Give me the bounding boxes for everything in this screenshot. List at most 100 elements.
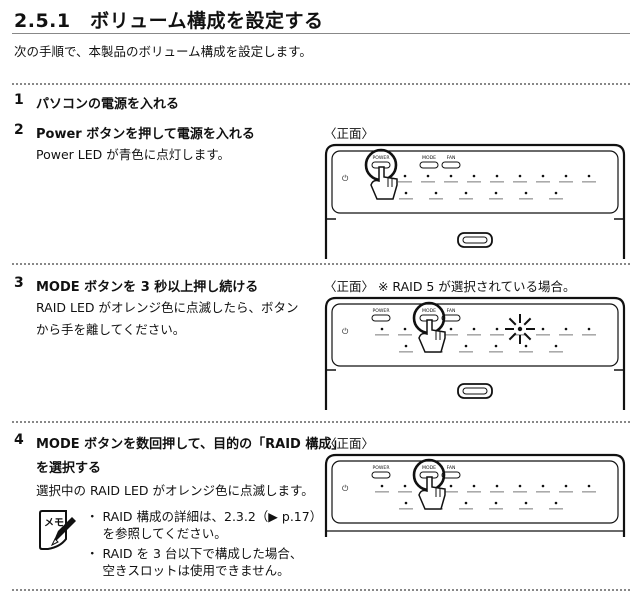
led-caption [513,334,527,336]
led-caption [490,181,504,183]
status-led [554,191,558,195]
status-led [472,174,476,178]
led-caption [559,334,573,336]
led-caption [375,334,389,336]
status-led [449,327,453,331]
memo-pencil-icon: メモ [39,510,76,550]
pointing-hand-icon [418,476,446,510]
step-1-heading: パソコンの電源を入れる [36,97,180,112]
led-caption [536,334,550,336]
status-led [554,501,558,505]
raid5-led-blinking [517,326,523,332]
memo-label: メモ [44,517,64,529]
step-3-body-line-2: から手を離してください。 [36,322,186,337]
status-led [404,501,408,505]
led-caption [582,334,596,336]
status-led [494,191,498,195]
step-2-caption: 〈正面〉 [324,126,375,141]
led-caption [444,491,458,493]
power-symbol: ⏻ [342,327,349,336]
led-caption [398,181,412,183]
step-1-number: 1 [14,92,24,108]
power-button-label: POWER [372,155,390,161]
fan-button-label: FAN [447,465,456,471]
blink-ray [523,332,532,341]
status-led [541,327,545,331]
status-led [426,174,430,178]
step-2-body: Power LED が青色に点灯します。 [36,147,230,162]
mode-button-label: MODE [422,465,436,471]
status-led [464,501,468,505]
led-caption [513,491,527,493]
led-caption [559,491,573,493]
fan-button [441,314,461,322]
led-caption [459,351,473,353]
status-led [403,327,407,331]
step-2-heading: Power ボタンを押して電源を入れる [36,127,255,142]
power-symbol: ⏻ [342,174,349,183]
led-caption [549,351,563,353]
status-led [518,484,522,488]
status-led [464,191,468,195]
status-led [404,344,408,348]
status-led [564,327,568,331]
led-caption [490,491,504,493]
fan-button-label: FAN [447,155,456,161]
dotted-divider [12,263,630,265]
status-led [564,484,568,488]
status-led [380,327,384,331]
led-caption [489,198,503,200]
led-caption [399,508,413,510]
step-3-heading: MODE ボタンを 3 秒以上押し続ける [36,280,259,295]
status-led [472,484,476,488]
step-3-caption: 〈正面〉 ※ RAID 5 が選択されている場合。 [324,279,576,294]
led-caption [489,508,503,510]
mode-button-label: MODE [422,155,436,161]
memo-bullet-1-line-1: ・ RAID 構成の詳細は、2.3.2（▶ p.17） [86,509,323,524]
blink-ray [508,332,517,341]
status-led [587,174,591,178]
status-led [524,501,528,505]
led-caption [549,508,563,510]
led-caption [519,351,533,353]
status-led [494,501,498,505]
status-led [449,174,453,178]
power-button [371,314,391,322]
led-caption [429,198,443,200]
dotted-divider [12,421,630,423]
memo-bullet-2-line-2: 空きスロットは使用できません。 [86,563,290,578]
step-2-number: 2 [14,122,24,138]
step-4-heading-line-2: を選択する [36,461,102,476]
status-led [587,484,591,488]
status-led [494,344,498,348]
status-led [404,191,408,195]
led-caption [519,508,533,510]
led-caption [536,491,550,493]
status-led [403,174,407,178]
step-4-body: 選択中の RAID LED がオレンジ色に点滅します。 [36,483,314,498]
led-caption [490,334,504,336]
pointing-hand-icon [370,166,398,200]
power-button [371,471,391,479]
device-front-power: POWER MODE FAN ⏻ [324,143,626,259]
led-caption [489,351,503,353]
led-caption [467,334,481,336]
title-rule [12,33,630,34]
status-led [587,327,591,331]
power-button-label: POWER [372,308,390,314]
led-caption [444,181,458,183]
hand-finger-lines [435,331,441,340]
led-caption [582,181,596,183]
bay-handle-inner [462,387,488,395]
led-caption [519,198,533,200]
memo-bullet-2-line-1: ・ RAID を 3 台以下で構成した場合、 [86,546,303,561]
dotted-divider [12,83,630,85]
step-4-number: 4 [14,432,24,448]
blink-ray [523,317,532,326]
memo-bullet-1-line-2: を参照してください。 [86,526,227,541]
step-3-number: 3 [14,275,24,291]
led-caption [398,491,412,493]
status-led [554,344,558,348]
